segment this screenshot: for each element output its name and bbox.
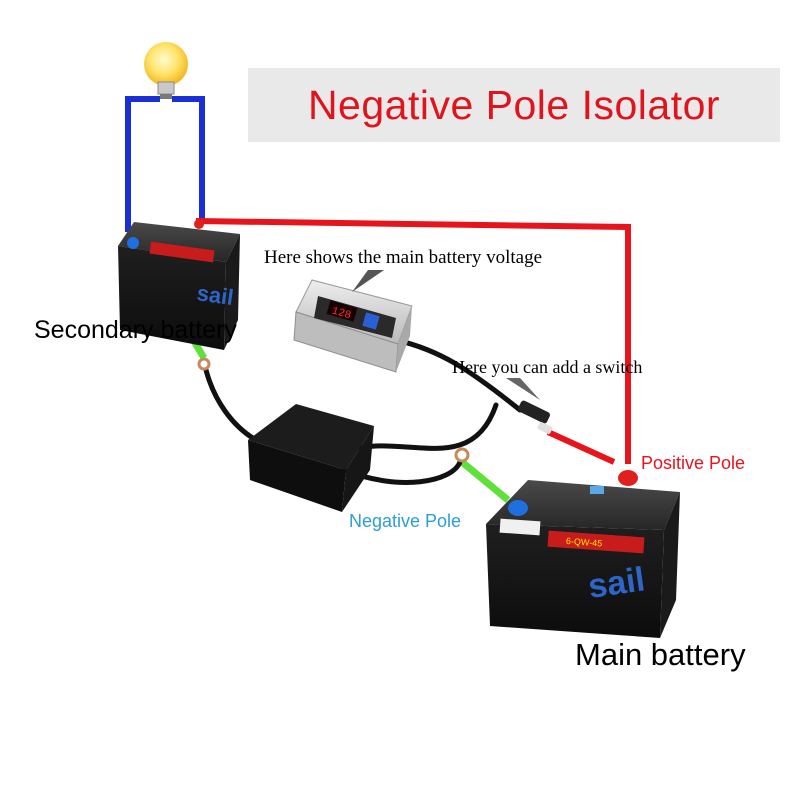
light-bulb-icon — [144, 42, 188, 99]
main-battery-model: 6-QW-45 — [566, 536, 603, 549]
secondary-battery-label: Secondary battery — [34, 316, 237, 344]
voltage-display: 128 — [330, 305, 352, 322]
main-battery-icon: 6-QW-45 sail — [486, 470, 680, 638]
switch-cable-lug — [518, 400, 553, 434]
voltage-callout-pointer — [352, 270, 384, 292]
secondary-battery-brand: sail — [195, 280, 235, 310]
positive-pole-label: Positive Pole — [641, 453, 746, 473]
diagram-title: Negative Pole Isolator — [307, 82, 721, 128]
switch-note-label: Here you can add a switch — [452, 357, 643, 377]
voltage-note-label: Here shows the main battery voltage — [264, 247, 543, 268]
secondary-battery-icon: sail — [118, 219, 240, 350]
switch-callout-pointer — [506, 378, 540, 400]
title-banner — [248, 68, 780, 142]
negative-pole-label: Negative Pole — [349, 511, 462, 531]
main-battery-brand: sail — [586, 560, 647, 606]
lamp-wire — [125, 96, 205, 232]
ring-terminals — [197, 357, 470, 463]
voltmeter-box-icon: 128 — [293, 279, 413, 373]
main-battery-label: Main battery — [575, 637, 746, 672]
isolator-box-icon — [248, 404, 374, 512]
positive-wire — [195, 218, 631, 465]
